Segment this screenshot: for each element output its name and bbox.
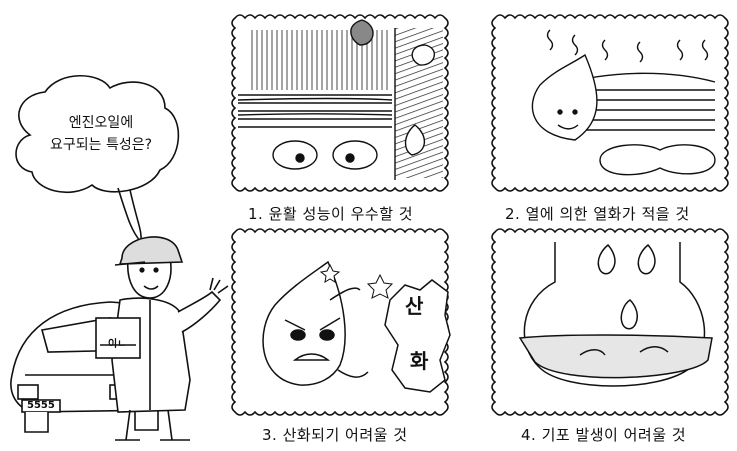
speech-bubble bbox=[15, 74, 180, 243]
panel-3-caption: 3. 산화되기 어려울 것 bbox=[262, 426, 408, 444]
speech-line-2: 요구되는 특성은? bbox=[49, 137, 153, 153]
speech-line-1: 엔진오일에 bbox=[68, 115, 134, 131]
panel-1-caption: 1. 윤활 성능이 우수할 것 bbox=[248, 205, 414, 223]
man-with-car bbox=[10, 236, 229, 441]
oxidation-badge-top: 산 bbox=[405, 294, 424, 318]
speech-bubble-text: 엔진오일에 요구되는 특성은? bbox=[42, 112, 160, 156]
panel-3-oxidation-scene bbox=[262, 260, 451, 393]
panel-4-foam-scene bbox=[518, 242, 713, 387]
oil-can-label: 이ㄴ bbox=[108, 339, 127, 350]
panel-1-lubrication-scene bbox=[237, 19, 443, 180]
panel-2-caption: 2. 열에 의한 열화가 적을 것 bbox=[505, 205, 690, 223]
panel-4-caption: 4. 기포 발생이 어려울 것 bbox=[521, 426, 687, 444]
oxidation-badge-bottom: 화 bbox=[410, 349, 429, 373]
license-plate: 5555 bbox=[27, 400, 55, 411]
panel-frames bbox=[231, 14, 729, 416]
panel-2-heat-scene bbox=[531, 29, 716, 176]
